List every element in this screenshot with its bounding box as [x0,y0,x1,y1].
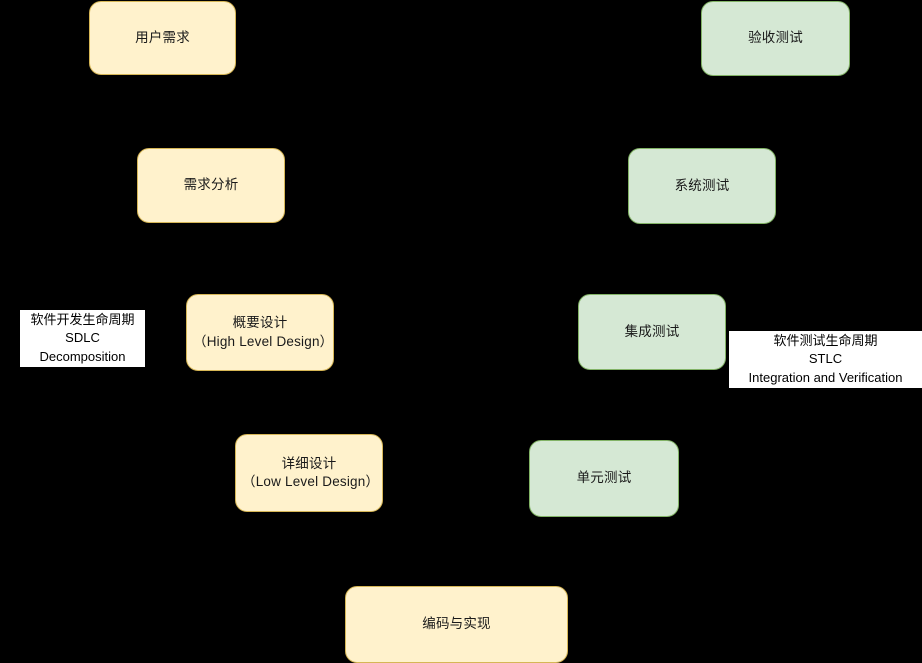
node-unit-testing[interactable]: 单元测试 [529,440,679,517]
node-label: 验收测试 [748,30,803,46]
node-coding-implementation[interactable]: 编码与实现 [345,586,568,663]
node-high-level-design[interactable]: 概要设计 （High Level Design） [186,294,334,371]
node-label: 单元测试 [576,470,632,486]
node-user-requirements[interactable]: 用户需求 [89,1,236,75]
node-integration-testing[interactable]: 集成测试 [578,294,726,370]
node-acceptance-testing[interactable]: 验收测试 [701,1,850,76]
node-label: 概要设计 （High Level Design） [193,315,334,349]
node-label: 编码与实现 [422,616,491,632]
phase-label-sdlc: 软件开发生命周期 SDLC Decomposition [20,310,145,368]
node-label: 集成测试 [624,323,680,339]
node-low-level-design[interactable]: 详细设计 （Low Level Design） [235,434,383,512]
node-label: 详细设计 （Low Level Design） [242,455,380,489]
node-label: 用户需求 [135,29,190,45]
node-label: 需求分析 [183,177,239,193]
node-requirements-analysis[interactable]: 需求分析 [137,148,285,223]
node-label: 系统测试 [674,177,730,193]
node-system-testing[interactable]: 系统测试 [628,148,776,224]
phase-label-stlc: 软件测试生命周期 STLC Integration and Verificati… [729,331,922,389]
